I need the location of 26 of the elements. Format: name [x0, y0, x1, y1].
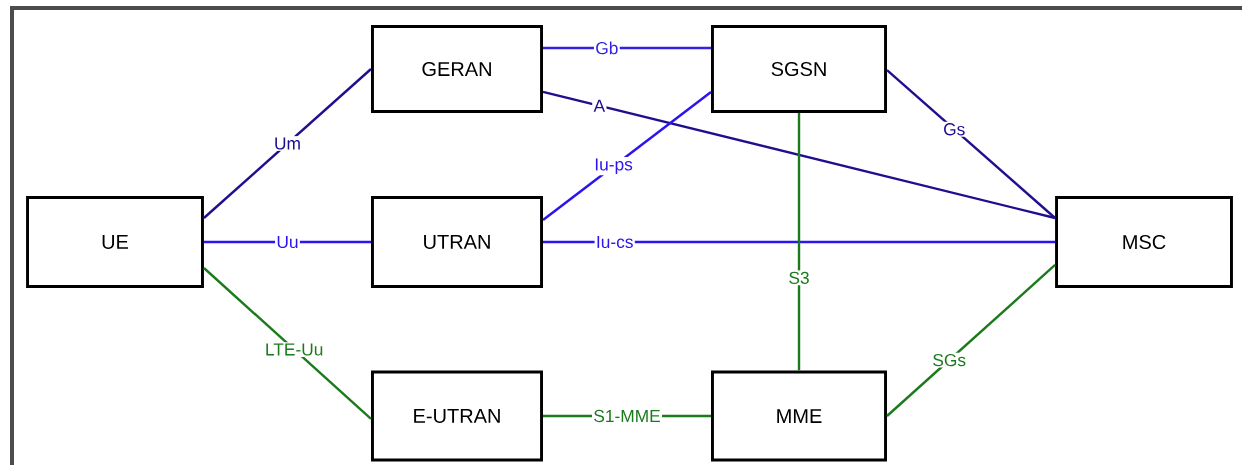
connector-line	[886, 264, 1056, 417]
connector-line	[203, 267, 372, 420]
connector-line	[542, 90, 1056, 220]
network-box: E-UTRAN	[371, 370, 543, 462]
network-box: SGSN	[711, 25, 887, 113]
connector-line	[542, 91, 712, 221]
connector-line	[797, 113, 801, 371]
edge-label: A	[592, 98, 607, 114]
connector-line	[886, 69, 1056, 219]
edge-label: S1-MME	[591, 408, 663, 424]
network-box: UE	[26, 196, 204, 288]
edge-label: SGs	[931, 352, 968, 368]
network-box: MSC	[1055, 196, 1233, 288]
network-box: GERAN	[371, 25, 543, 113]
connector-line	[203, 68, 372, 219]
network-box: UTRAN	[371, 196, 543, 288]
edge-label: S3	[787, 270, 811, 286]
connector-line	[543, 240, 1056, 244]
edge-label: Iu-ps	[592, 157, 635, 176]
network-box: MME	[711, 370, 887, 462]
edge-label: Gb	[593, 40, 620, 56]
edge-label: Gs	[941, 121, 967, 137]
edge-label: Iu-cs	[594, 234, 635, 250]
edge-label: LTE-Uu	[263, 342, 325, 357]
edge-label: Um	[272, 136, 303, 151]
edge-label: Uu	[275, 234, 300, 250]
